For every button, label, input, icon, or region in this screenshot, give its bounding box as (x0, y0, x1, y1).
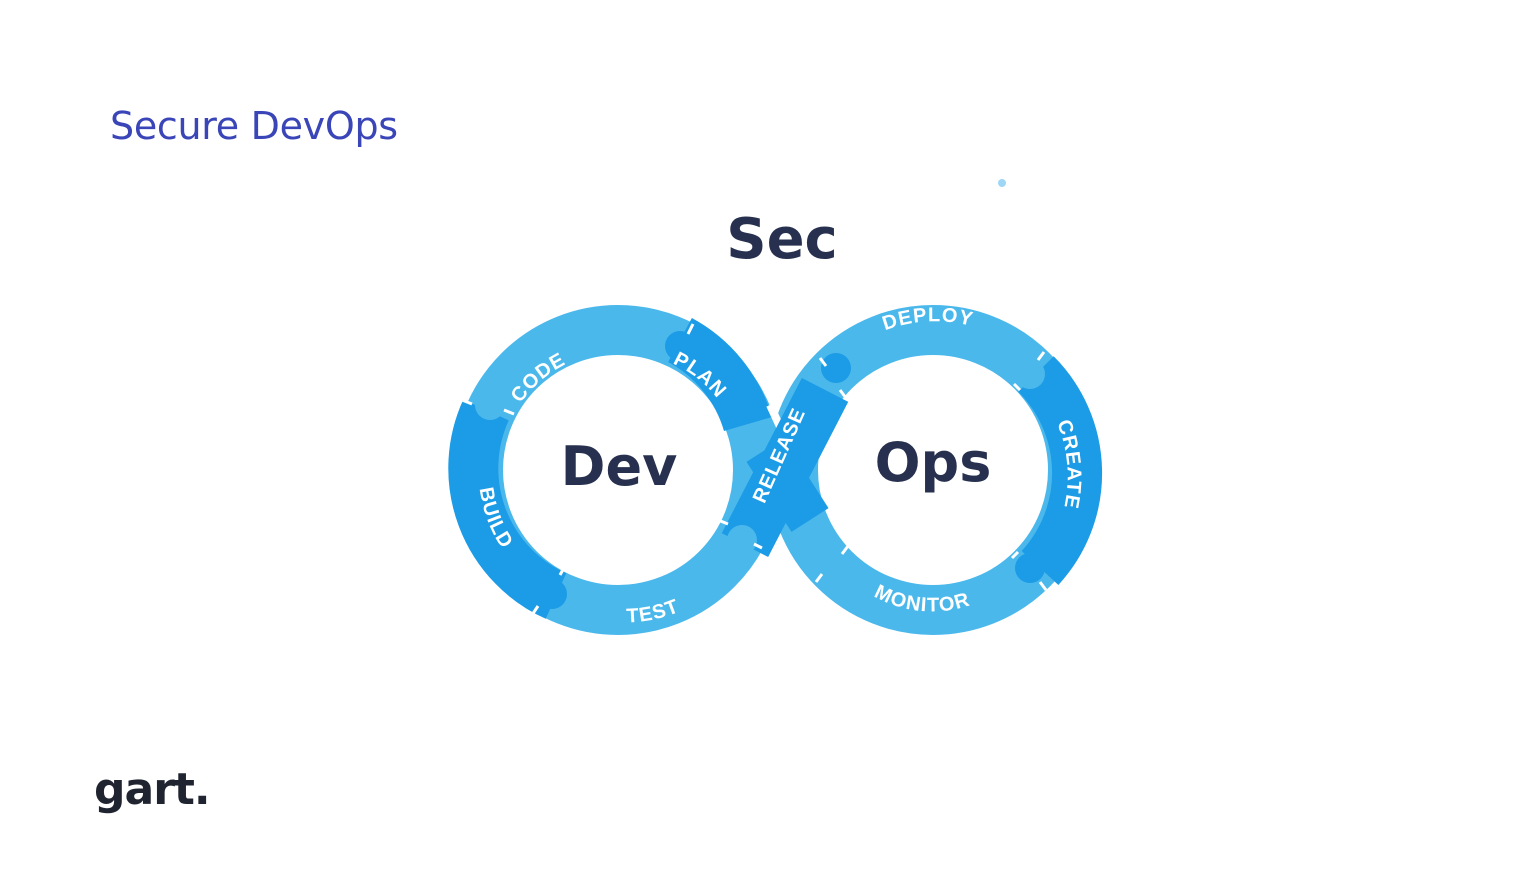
build-segment (448, 399, 567, 619)
sec-label: Sec (726, 207, 838, 272)
dev-label: Dev (561, 435, 678, 498)
gart-logo: gart. (94, 764, 211, 815)
ops-label: Ops (875, 431, 992, 494)
segment-separators (461, 323, 1048, 616)
connector-create (1015, 553, 1045, 583)
connector-build (537, 579, 567, 609)
connector-test (727, 525, 757, 555)
create-segment (1017, 356, 1103, 585)
connector-deploy (1015, 359, 1045, 389)
decorative-dot (998, 179, 1006, 187)
page-title: Secure DevOps (110, 104, 398, 148)
connector-plan (665, 331, 695, 361)
connector-code (475, 390, 505, 420)
connector-release (821, 353, 851, 383)
release-over-band (721, 378, 849, 557)
